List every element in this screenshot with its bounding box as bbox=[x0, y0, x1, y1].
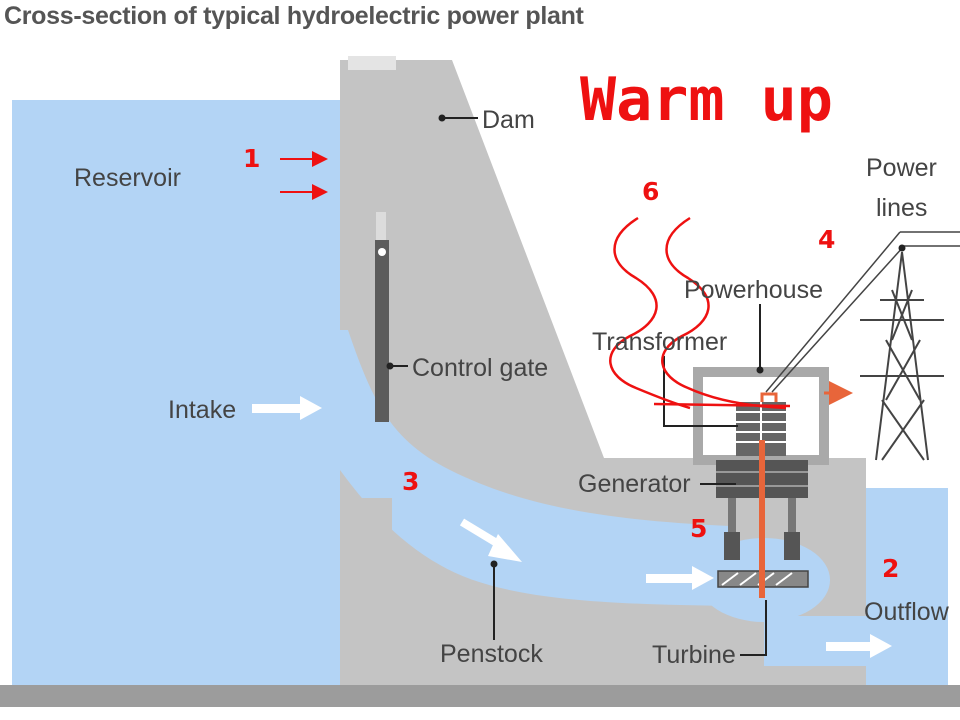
penstock-flow-arrow bbox=[459, 518, 522, 562]
dam-crest-notch bbox=[348, 56, 396, 70]
outflow-water bbox=[866, 488, 948, 685]
label-control-gate: Control gate bbox=[412, 354, 548, 382]
label-intake: Intake bbox=[168, 396, 236, 424]
reservoir-water bbox=[12, 100, 357, 685]
heat-wave-right bbox=[661, 216, 787, 410]
label-reservoir: Reservoir bbox=[74, 164, 181, 192]
label-penstock: Penstock bbox=[440, 640, 543, 668]
marker-6: 6 bbox=[642, 177, 659, 206]
outflow-flow-arrow bbox=[826, 634, 892, 658]
turbine-shaft bbox=[759, 440, 765, 598]
marker-3: 3 bbox=[402, 467, 419, 496]
intake-flow-arrow bbox=[252, 396, 322, 420]
marker-2: 2 bbox=[882, 554, 899, 583]
tailrace-channel bbox=[764, 616, 868, 666]
warm-up-heading: Warm up bbox=[580, 65, 833, 135]
label-powerhouse: Powerhouse bbox=[684, 276, 823, 304]
label-power-lines-1: Power bbox=[866, 154, 937, 182]
label-outflow: Outflow bbox=[864, 598, 950, 626]
label-turbine: Turbine bbox=[652, 641, 736, 669]
marker-4: 4 bbox=[818, 225, 835, 254]
control-gate-guide bbox=[376, 212, 386, 252]
marker-1: 1 bbox=[243, 144, 260, 173]
label-generator: Generator bbox=[578, 470, 691, 498]
marker-5: 5 bbox=[690, 514, 707, 543]
label-power-lines-2: lines bbox=[876, 194, 927, 222]
ground bbox=[0, 685, 960, 707]
label-transformer: Transformer bbox=[592, 328, 727, 356]
heat-wave-left bbox=[609, 216, 691, 410]
power-wire-1 bbox=[765, 231, 901, 393]
turbine-flow-arrow bbox=[646, 566, 714, 590]
control-gate bbox=[375, 240, 389, 422]
generator-supports bbox=[728, 498, 736, 560]
page-title: Cross-section of typical hydroelectric p… bbox=[4, 2, 584, 30]
transmission-tower bbox=[860, 251, 944, 461]
power-output-line bbox=[760, 392, 778, 402]
penstock-channel bbox=[340, 330, 730, 606]
label-dam: Dam bbox=[482, 106, 535, 134]
penstock-lower-lip bbox=[362, 498, 392, 532]
